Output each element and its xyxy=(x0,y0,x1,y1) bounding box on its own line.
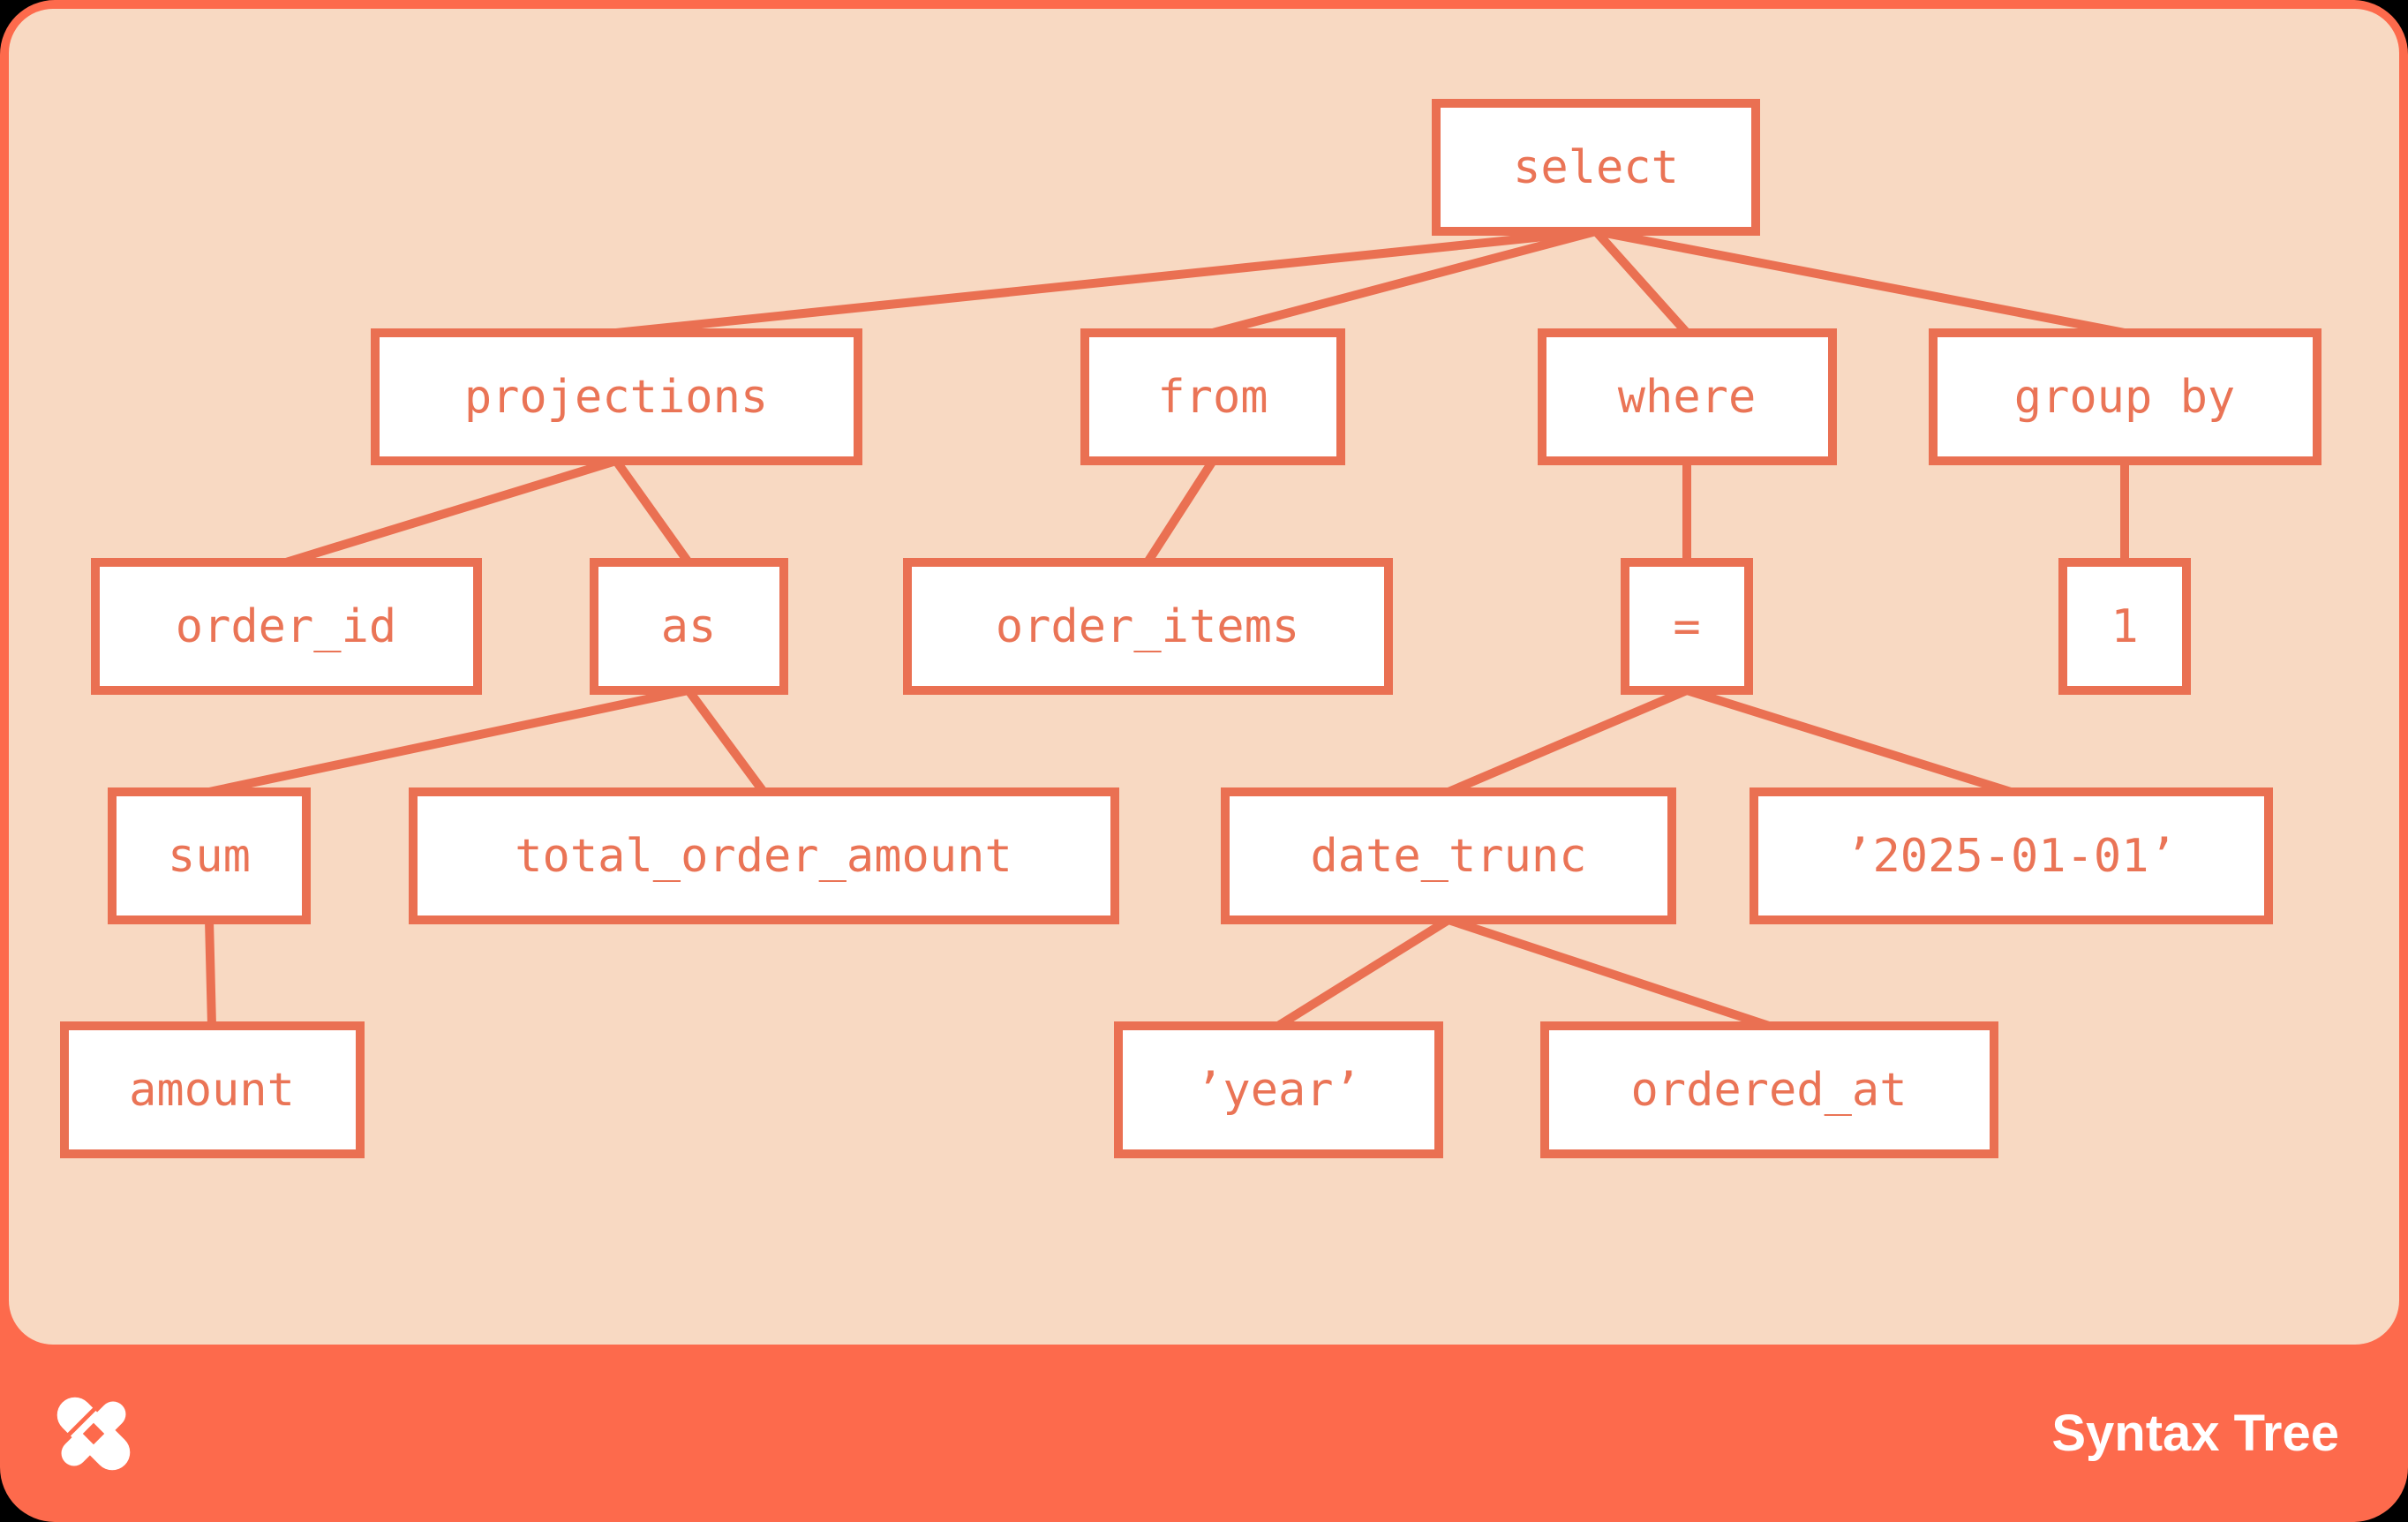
tree-node-group_by: group by xyxy=(1928,328,2321,465)
footer-bar: Syntax Tree xyxy=(0,1345,2408,1522)
edge-projections-as xyxy=(612,458,693,565)
tree-node-date_literal: ’2025-01-01’ xyxy=(1749,787,2273,924)
tree-node-sum: sum xyxy=(108,787,311,924)
tree-node-total_order_amount: total_order_amount xyxy=(408,787,1119,924)
edge-select-where xyxy=(1592,228,1690,336)
tree-node-year_literal: ’year’ xyxy=(1113,1021,1443,1158)
tree-node-order_id: order_id xyxy=(90,558,482,695)
tree-node-eq: = xyxy=(1621,558,1753,695)
tree-node-amount: amount xyxy=(59,1021,365,1158)
edge-eq-date_literal xyxy=(1685,686,2013,796)
edge-from-order_items xyxy=(1143,458,1217,565)
dbt-logo xyxy=(51,1391,136,1476)
tree-node-projections: projections xyxy=(370,328,862,465)
tree-node-from: from xyxy=(1080,328,1345,465)
tree-node-as: as xyxy=(589,558,788,695)
edge-select-projections xyxy=(615,227,1597,337)
footer-title: Syntax Tree xyxy=(2051,1405,2339,1462)
edge-select-group_by xyxy=(1595,227,2126,337)
edge-date_trunc-ordered_at xyxy=(1447,915,1771,1030)
edge-as-sum xyxy=(207,686,690,796)
edge-date_trunc-year_literal xyxy=(1275,915,1451,1030)
edge-projections-order_id xyxy=(284,456,618,567)
tree-node-one: 1 xyxy=(2058,558,2191,695)
edge-select-from xyxy=(1211,227,1598,337)
tree-node-ordered_at: ordered_at xyxy=(1539,1021,1998,1158)
tree-node-select: select xyxy=(1432,99,1760,236)
tree-node-where: where xyxy=(1537,328,1837,465)
tree-node-date_trunc: date_trunc xyxy=(1221,787,1676,924)
edge-sum-amount xyxy=(205,919,216,1027)
edge-eq-date_trunc xyxy=(1447,686,1689,796)
edge-as-total_order_amount xyxy=(684,688,768,795)
tree-node-order_items: order_items xyxy=(902,558,1393,695)
